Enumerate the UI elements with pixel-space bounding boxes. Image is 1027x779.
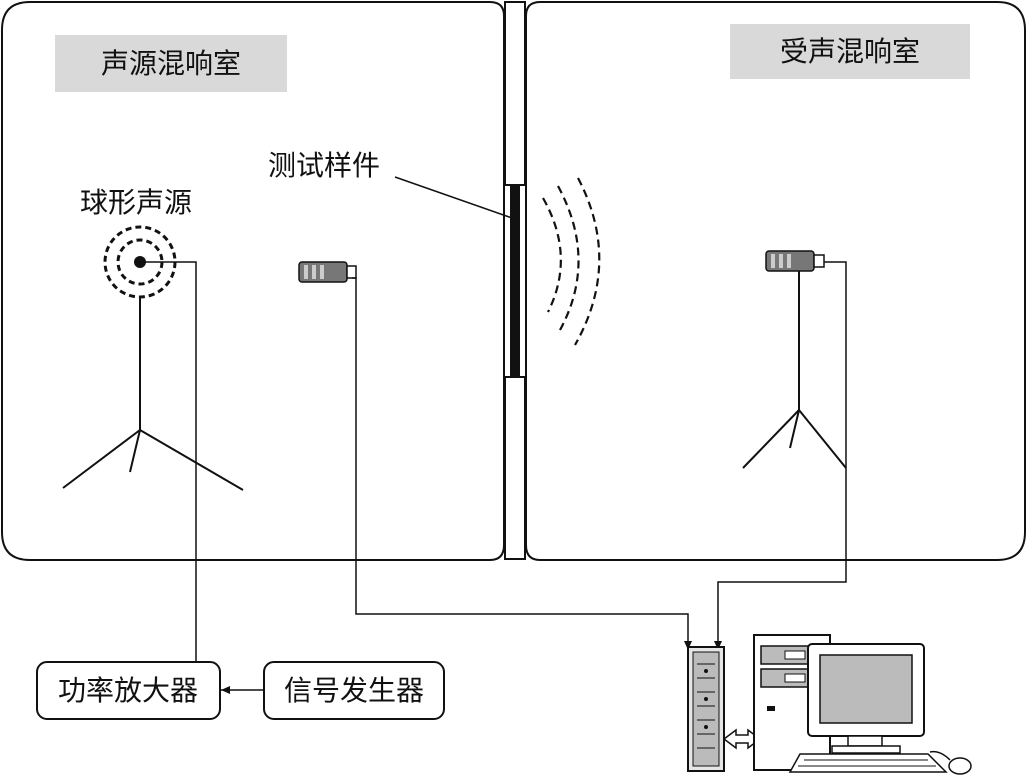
source-room-outline [1, 1, 505, 561]
source-microphone-cable [352, 277, 692, 650]
source-room-label: 声源混响室 [55, 35, 287, 92]
dashed-arc-wave-icon [542, 177, 601, 346]
signal-generator-box: 信号发生器 [263, 661, 445, 720]
power-amplifier-box: 功率放大器 [36, 661, 221, 720]
test-specimen-leader [394, 176, 513, 219]
data-acquisition-rack-icon [687, 646, 725, 772]
receiving-microphone-cable [714, 261, 847, 650]
receiving-room-label: 受声混响室 [730, 24, 970, 79]
microphone-icon [298, 261, 357, 283]
test-specimen [510, 185, 520, 377]
receiving-microphone-icon [765, 250, 825, 272]
spherical-source-label: 球形声源 [80, 186, 192, 219]
receiving-room-outline [525, 1, 1026, 561]
source-cable [140, 261, 197, 661]
svg-text:声源混响室: 声源混响室 [101, 47, 241, 80]
receiving-tripod-icon [742, 271, 847, 469]
test-specimen-label: 测试样件 [268, 149, 380, 182]
svg-text:信号发生器: 信号发生器 [284, 674, 424, 707]
source-tripod-icon [62, 297, 244, 491]
svg-text:受声混响室: 受声混响室 [780, 35, 920, 68]
svg-text:功率放大器: 功率放大器 [58, 674, 198, 707]
desktop-computer-icon [753, 634, 972, 775]
